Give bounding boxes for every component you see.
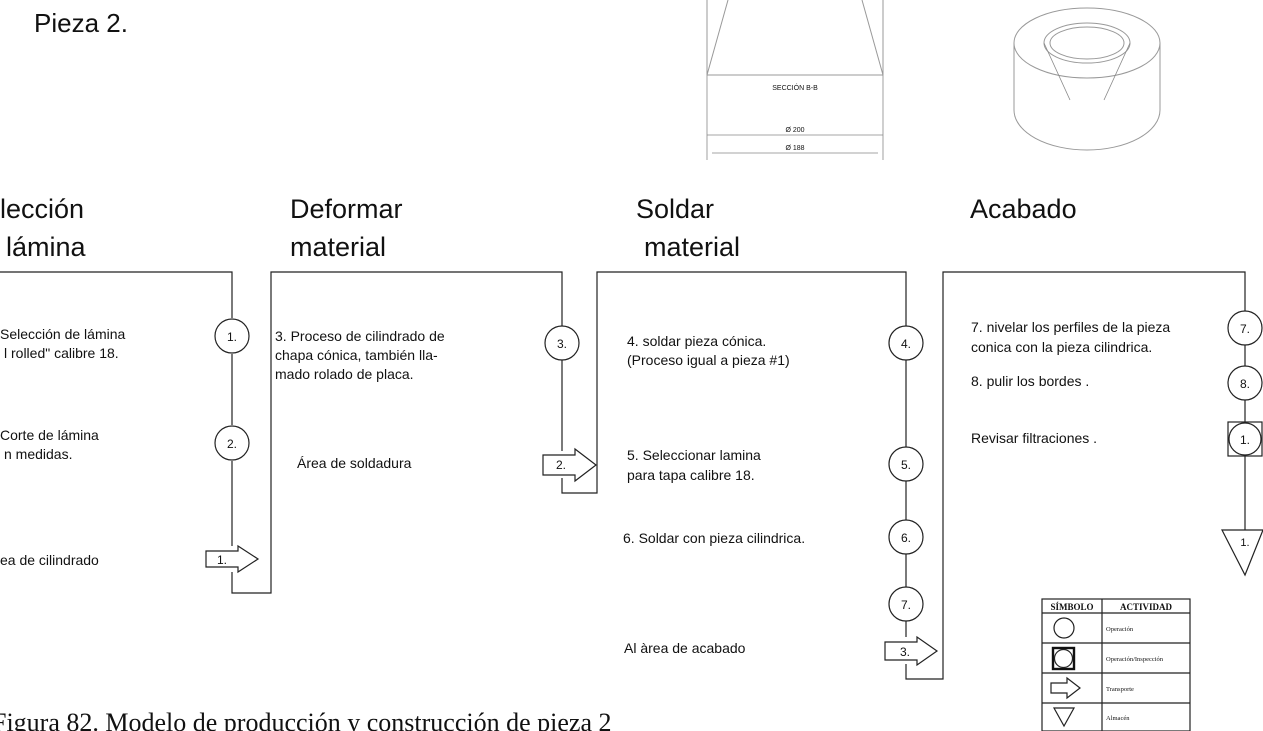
header-material-2: material	[644, 232, 740, 262]
legend-triangle-icon	[1052, 707, 1076, 728]
transport2-text: Área de soldadura	[297, 455, 412, 471]
step4-text-2: (Proceso igual a pieza #1)	[627, 352, 790, 368]
dimension-188: Ø 188	[785, 145, 804, 152]
operation-1-label: 1.	[227, 330, 237, 344]
inspection-text: Revisar filtraciones .	[971, 430, 1097, 446]
step3-text-1: 3. Proceso de cilindrado de	[275, 328, 445, 344]
header-deformar: Deformar	[290, 194, 403, 224]
header-material-1: material	[290, 232, 386, 262]
column-headers: lección lámina Deformar material Soldar …	[0, 194, 1077, 262]
transport-3-arrow	[884, 635, 939, 667]
operation-5-circle	[888, 446, 924, 482]
operation-symbols: 1. 2. 3. 4. 5. 6. 7. 7. 8.	[214, 310, 1263, 622]
transport-3-label: 3.	[900, 645, 910, 659]
header-lamina: lámina	[6, 232, 87, 262]
header-acabado: Acabado	[970, 194, 1077, 224]
transport3-text: Al àrea de acabado	[624, 640, 746, 656]
operation-3-label: 3.	[557, 337, 567, 351]
column-1-text: Selección de lámina l rolled" calibre 18…	[0, 326, 126, 568]
transport-2-label: 2.	[556, 458, 566, 472]
legend-operation-inspection-icon	[1051, 646, 1076, 671]
step8-text: 8. pulir los bordes .	[971, 373, 1089, 389]
transport1-text: ea de cilindrado	[0, 552, 99, 568]
transport-1-arrow	[205, 544, 260, 574]
operation-6-circle	[888, 519, 924, 555]
legend-table: SÍMBOLO ACTIVIDAD Operación Operación/In…	[1041, 598, 1191, 731]
step2-text-2: n medidas.	[4, 446, 72, 462]
legend-arrow-icon	[1050, 676, 1081, 700]
operation-7a-circle	[888, 586, 924, 622]
operation-4-label: 4.	[901, 337, 911, 351]
step6-text: 6. Soldar con pieza cilindrica.	[623, 530, 805, 546]
operation-7b-label: 7.	[1240, 322, 1250, 336]
step7-text-1: 7. nivelar los perfiles de la pieza	[971, 319, 1170, 335]
legend-header-activity: ACTIVIDAD	[1120, 602, 1173, 612]
legend-header-symbol: SÍMBOLO	[1050, 602, 1093, 612]
legend-row-operacion-inspeccion: Operación/Inspección	[1106, 656, 1164, 663]
inspection-label: 1.	[1240, 433, 1250, 447]
operation-6-label: 6.	[901, 531, 911, 545]
header-soldar: Soldar	[636, 194, 714, 224]
storage-label: 1.	[1240, 537, 1249, 549]
legend-circle-icon	[1053, 617, 1075, 639]
page-title: Pieza 2.	[34, 8, 128, 38]
legend-row-operacion: Operación	[1106, 626, 1134, 633]
column-2-text: 3. Proceso de cilindrado de chapa cónica…	[275, 328, 445, 471]
cylinder-drawing	[1013, 7, 1161, 151]
step3-text-2: chapa cónica, también lla-	[275, 347, 438, 363]
transport-2-arrow	[542, 447, 597, 483]
operation-8-circle	[1227, 365, 1263, 401]
step2-text-1: Corte de lámina	[0, 427, 99, 443]
storage-symbol: 1.	[1221, 529, 1263, 577]
step1-text-1: Selección de lámina	[0, 326, 126, 342]
legend-row-almacen: Almacén	[1106, 715, 1130, 722]
section-drawing: SECCIÓN B-B Ø 200 Ø 188	[706, 0, 884, 160]
step5-text-1: 5. Seleccionar lamina	[627, 447, 761, 463]
operation-2-label: 2.	[227, 437, 237, 451]
step3-text-3: mado rolado de placa.	[275, 366, 414, 382]
column-4-text: 7. nivelar los perfiles de la pieza coni…	[971, 319, 1170, 446]
figure-caption: Figura 82. Modelo de producción y constr…	[0, 708, 612, 731]
operation-8-label: 8.	[1240, 377, 1250, 391]
header-seleccion: lección	[0, 194, 84, 224]
operation-2-circle	[214, 425, 250, 461]
operation-7a-label: 7.	[901, 598, 911, 612]
dimension-200: Ø 200	[785, 127, 804, 134]
transport-arrows: 1. 2. 3.	[205, 447, 939, 667]
step7-text-2: conica con la pieza cilindrica.	[971, 339, 1152, 355]
section-label: SECCIÓN B-B	[772, 83, 818, 92]
operation-7b-circle	[1227, 310, 1263, 346]
flow-lines	[0, 271, 1246, 680]
step5-text-2: para tapa calibre 18.	[627, 467, 755, 483]
operation-3-circle	[544, 325, 580, 361]
operation-4-circle	[888, 325, 924, 361]
operation-5-label: 5.	[901, 458, 911, 472]
transport-1-label: 1.	[217, 553, 227, 567]
step1-text-2: l rolled" calibre 18.	[4, 345, 119, 361]
column-3-text: 4. soldar pieza cónica. (Proceso igual a…	[623, 333, 805, 656]
step4-text-1: 4. soldar pieza cónica.	[627, 333, 766, 349]
inspection-symbol: 1.	[1227, 421, 1263, 457]
operation-1-circle	[214, 318, 250, 354]
legend-row-transporte: Transporte	[1106, 686, 1134, 693]
